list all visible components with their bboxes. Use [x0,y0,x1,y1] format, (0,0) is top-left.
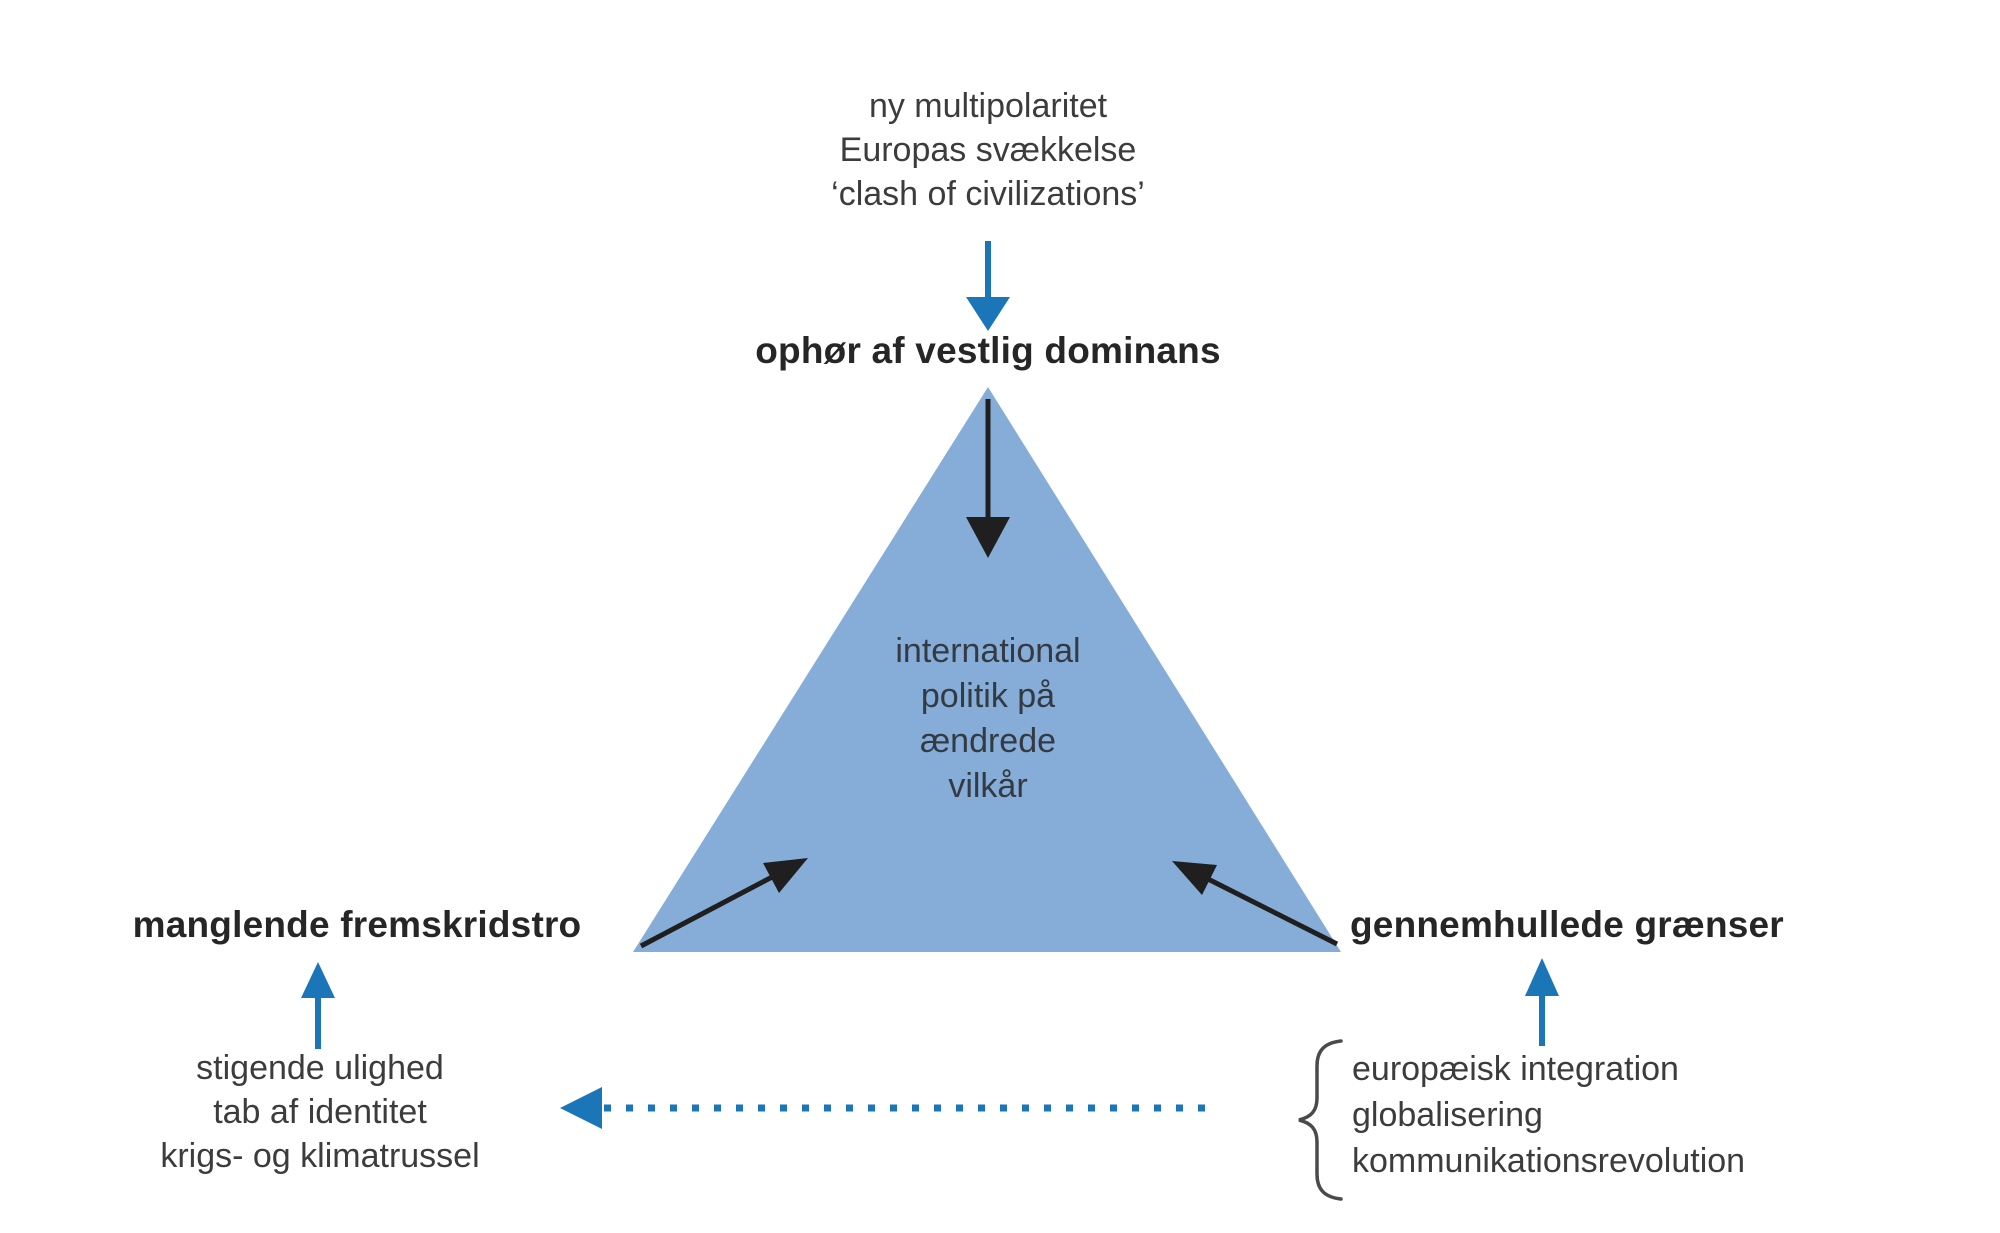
arrow-blue-up-right-icon [1525,958,1559,1046]
arrow-black-right-icon [1172,861,1339,947]
left-cause-line: tab af identitet [213,1093,427,1131]
arrow-black-right-head [1172,861,1217,895]
triangle-shape [633,387,1341,952]
top-cause-line: ny multipolaritet [868,87,1108,125]
top-cause-line: ‘clash of civilizations’ [831,175,1145,213]
arrow-black-left-icon [639,858,808,949]
right-causes-block: europæisk integration globalisering komm… [1352,1046,1745,1184]
top-causes-block: ny multipolaritet Europas svækkelse ‘cla… [831,84,1145,216]
top-label: ophør af vestlig dominans [755,330,1221,371]
arrow-black-down-icon [966,399,1010,558]
left-cause-line: stigende ulighed [196,1049,444,1087]
arrow-blue-down-head [966,297,1010,331]
right-cause-line: globalisering [1352,1096,1543,1134]
left-label: manglende fremskridstro [132,904,582,945]
arrow-dotted-left-icon [560,1087,1213,1129]
arrow-black-left-head [763,858,808,893]
triangle-text-line: vilkår [948,767,1028,805]
right-cause-line: europæisk integration [1352,1050,1679,1088]
top-cause-line: Europas svækkelse [839,131,1137,169]
arrow-black-down-head [966,517,1010,558]
triangle-text-line: international [895,632,1081,670]
arrow-dotted-left-head [560,1087,602,1129]
left-cause-line: krigs- og klimatrussel [160,1137,480,1175]
right-cause-line: kommunikationsrevolution [1352,1142,1746,1180]
arrow-blue-up-left-head [301,962,335,998]
right-label: gennemhullede grænser [1350,904,1784,945]
triangle-text-line: ændrede [919,722,1057,760]
arrow-blue-down-icon [966,241,1010,331]
left-causes-block: stigende ulighed tab af identitet krigs-… [160,1046,479,1178]
arrow-blue-up-left-icon [301,962,335,1049]
arrow-black-right-stem [1204,875,1339,947]
triangle-center-text: international politik på ændrede vilkår [895,629,1080,809]
arrow-blue-up-right-head [1525,958,1559,996]
arrow-black-left-stem [639,873,776,949]
triangle-text-line: politik på [920,677,1056,715]
left-brace-icon [1298,1039,1343,1201]
